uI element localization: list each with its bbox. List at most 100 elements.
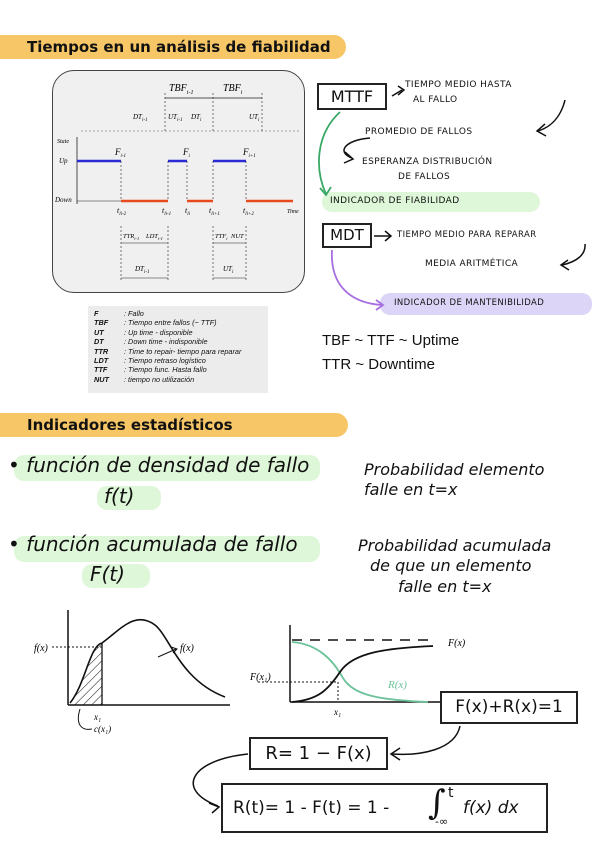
tick-li+2: tli+2 xyxy=(243,206,254,217)
nut-label: NUT xyxy=(230,233,244,240)
cumulative-graph: F(x₁) F(x) R(x) x₁ xyxy=(249,625,466,717)
indicador-mantenibilidad-highlight xyxy=(380,293,592,315)
dt-curr-label: DTi xyxy=(190,113,202,123)
f2-name-highlight xyxy=(14,536,320,562)
legend-value: : Tiempo retraso logístico xyxy=(124,356,206,366)
tick-li-2: tli-2 xyxy=(117,206,127,217)
f1-description-2: falle en t=x xyxy=(364,480,458,499)
esperanza-line-1: ESPERANZA DISTRIBUCIÓN xyxy=(362,157,493,167)
legend-key: TTF xyxy=(94,365,108,375)
tick-li-1: tli-1 xyxy=(162,206,171,217)
legend-key: NUT xyxy=(94,374,109,384)
ttr-relation: TTR ~ Downtime xyxy=(322,356,435,373)
legend-row: NUT : tiempo no utilización xyxy=(94,375,245,384)
legend-row: LDT : Tiempo retraso logístico xyxy=(94,356,245,365)
density-x-label: x₁ xyxy=(93,712,101,722)
legend-key: UT xyxy=(94,327,104,337)
legend-key: TTR xyxy=(94,346,109,356)
media-aritmetica: MEDIA ARITMÉTICA xyxy=(425,259,519,269)
tick-li+1: tli+1 xyxy=(209,206,220,217)
ttf-label: TTFi xyxy=(215,233,228,241)
legend-value: : Down time - indisponible xyxy=(124,337,208,347)
section-title-indicadores: Indicadores estadísticos xyxy=(0,413,348,437)
axis-time-label: Time xyxy=(287,209,299,215)
ut-prev-label: UTi-1 xyxy=(168,113,183,123)
f1-symbol-highlight xyxy=(97,486,161,510)
f1-name: • función de densidad de fallo xyxy=(8,453,310,477)
integral-left-text: R(t)= 1 - F(t) = 1 - xyxy=(233,798,390,818)
f2-name: • función acumulada de fallo xyxy=(8,532,298,556)
legend-key: LDT xyxy=(94,356,109,366)
failure-curr-label: Fi xyxy=(182,147,191,159)
legend-key: DT xyxy=(94,337,104,347)
legend-row: F : Fallo xyxy=(94,309,245,318)
mttf-description-1: TIEMPO MEDIO HASTA xyxy=(405,80,512,90)
axis-state-label: State xyxy=(57,139,69,145)
legend-row: UT : Up time - disponible xyxy=(94,328,245,337)
cumulative-x-label: x₁ xyxy=(333,707,341,717)
integral-upper-limit: t xyxy=(448,785,454,801)
integral-right-text: f(x) dx xyxy=(463,798,519,818)
mdt-description: TIEMPO MEDIO PARA REPARAR xyxy=(397,230,537,240)
f2-symbol: F(t) xyxy=(90,562,125,586)
density-graph: f(x) f(x) x₁ c(x₁) xyxy=(34,610,230,734)
r-formula-box: R= 1 − F(x) xyxy=(249,737,388,770)
f1-symbol: f(t) xyxy=(104,484,135,508)
density-area-label: c(x₁) xyxy=(94,724,111,734)
esperanza-line-2: DE FALLOS xyxy=(398,172,451,182)
f2-description-2: de que un elemento xyxy=(370,556,532,575)
dt-prev-label: DTi-1 xyxy=(132,113,148,123)
mttf-description-2: AL FALLO xyxy=(413,95,458,105)
ldt-label: LDTi-1 xyxy=(145,233,163,241)
promedio-fallos: PROMEDIO DE FALLOS xyxy=(365,127,473,137)
mdt-box: MDT xyxy=(322,223,372,248)
density-y-label: f(x) xyxy=(34,643,49,654)
tbf-relation: TBF ~ TTF ~ Uptime xyxy=(322,332,460,349)
legend-row: DT : Down time - indisponible xyxy=(94,337,245,346)
integral-lower-limit: -∞ xyxy=(435,815,449,828)
integral-formula-box: R(t)= 1 - F(t) = 1 - ∫ t -∞ f(x) dx xyxy=(221,783,548,833)
legend-value: : Tiempo func. Hasta fallo xyxy=(124,365,207,375)
f1-description-1: Probabilidad elemento xyxy=(364,460,545,479)
legend-row: TTF : Tiempo func. Hasta fallo xyxy=(94,365,245,374)
mttf-box: MTTF xyxy=(317,83,387,110)
legend-row: TBF : Tiempo entre fallos (~ TTF) xyxy=(94,318,245,327)
legend-key: F xyxy=(94,309,99,318)
reliability-R-label: R(x) xyxy=(387,679,407,691)
indicador-fiabilidad-highlight xyxy=(322,192,540,212)
section-title-fiabilidad: Tiempos en un análisis de fiabilidad xyxy=(0,35,346,59)
integral-sign: ∫ xyxy=(428,783,446,823)
reliability-timeline-diagram: TBFi-1 TBFi DTi-1 UTi-1 DTi UTi State Up… xyxy=(52,70,305,293)
legend-value: : Fallo xyxy=(124,309,144,318)
density-curve-label: f(x) xyxy=(180,643,195,654)
failure-prev-label: Fi-1 xyxy=(114,147,126,159)
f2-description-1: Probabilidad acumulada xyxy=(358,536,552,555)
legend-key: TBF xyxy=(94,318,109,328)
f1-name-highlight xyxy=(14,455,320,481)
ut-curr-label: UTi xyxy=(249,113,260,123)
tbf-curr-label: TBFi xyxy=(223,83,243,96)
legend-value: : Up time - disponible xyxy=(124,327,193,337)
timeline-svg: TBFi-1 TBFi DTi-1 UTi-1 DTi UTi State Up… xyxy=(54,83,301,281)
sum-formula-box: F(x)+R(x)=1 xyxy=(440,691,578,724)
legend-value: : tiempo no utilización xyxy=(124,374,195,384)
ttr-label: TTRi-1 xyxy=(123,233,139,241)
ut-bottom-label: UTi xyxy=(223,265,234,275)
f2-symbol-highlight xyxy=(82,564,150,588)
tbf-prev-label: TBFi-1 xyxy=(169,83,193,96)
axis-up-label: Up xyxy=(59,157,68,165)
tick-li: tli xyxy=(185,206,191,217)
cumulative-F-label: F(x) xyxy=(447,638,466,649)
indicador-mantenibilidad: INDICADOR DE MANTENIBILIDAD xyxy=(394,298,545,308)
failure-next-label: Fi+1 xyxy=(242,147,256,159)
cumulative-fx1-label: F(x₁) xyxy=(249,672,271,683)
indicador-fiabilidad: INDICADOR DE FIABILIDAD xyxy=(330,196,460,206)
dt-bottom-label: DTi-1 xyxy=(134,265,150,275)
legend-value: : Time to repair- tiempo para reparar xyxy=(124,346,242,356)
legend-row: TTR : Time to repair- tiempo para reparar xyxy=(94,347,245,356)
f2-description-3: falle en t=x xyxy=(398,577,492,596)
legend-value: : Tiempo entre fallos (~ TTF) xyxy=(124,318,217,328)
